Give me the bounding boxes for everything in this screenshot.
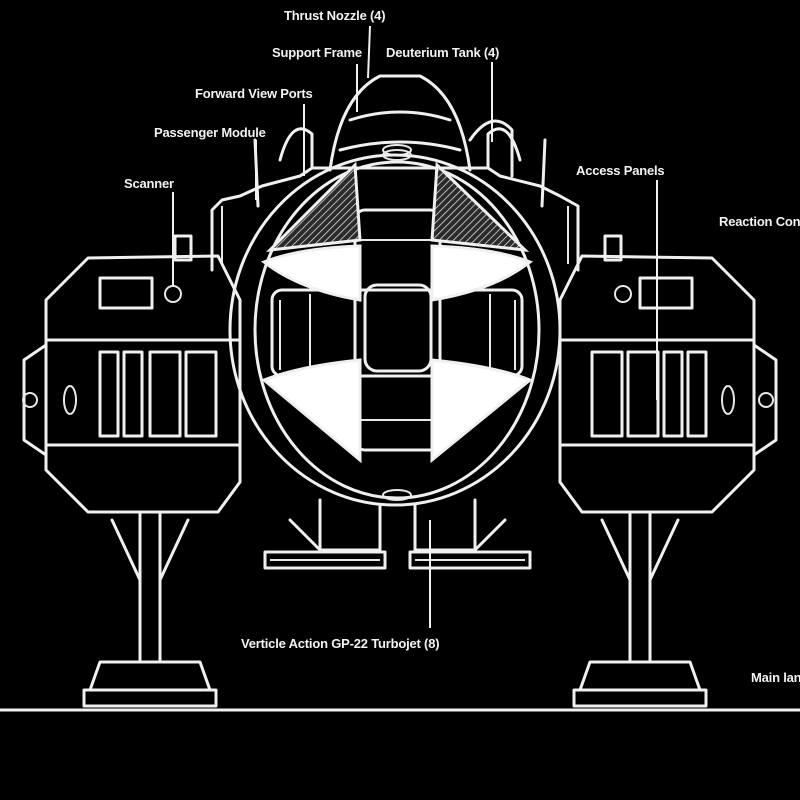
- label-support-frame: Support Frame: [272, 45, 362, 60]
- label-reaction-control: Reaction Contr: [719, 214, 800, 229]
- label-access-panels: Access Panels: [576, 163, 665, 178]
- label-main-landing: Main lan: [751, 670, 800, 685]
- leader-thrust-nozzle: [367, 25, 371, 79]
- label-thrust-nozzle: Thrust Nozzle (4): [284, 8, 386, 23]
- passenger-module-body: [228, 149, 562, 507]
- label-passenger-module: Passenger Module: [154, 125, 266, 140]
- left-side-module: [22, 234, 242, 514]
- label-forward-view-ports: Forward View Ports: [195, 86, 313, 101]
- right-side-module: [558, 234, 778, 514]
- top-dome: [328, 74, 472, 172]
- label-deuterium-tank: Deuterium Tank (4): [386, 45, 500, 60]
- forward-view-ports: [260, 161, 534, 464]
- left-landing-leg: [82, 510, 218, 708]
- right-landing-leg: [572, 510, 708, 708]
- label-scanner: Scanner: [124, 176, 174, 191]
- leader-lines: [172, 25, 658, 628]
- lower-turbojets: [263, 498, 532, 570]
- label-verticle-action-turbojet: Verticle Action GP-22 Turbojet (8): [241, 636, 440, 651]
